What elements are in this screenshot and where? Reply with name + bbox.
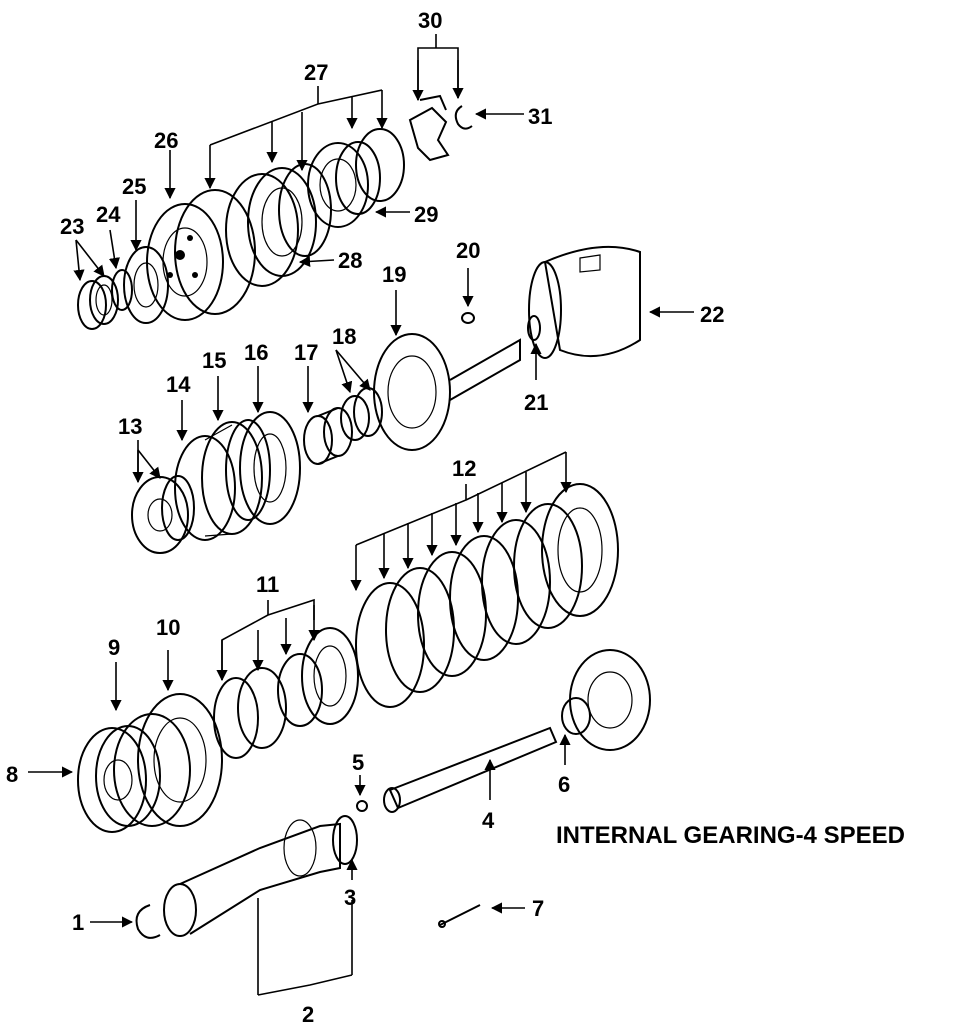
part-20-plug: [461, 312, 475, 324]
part-13-hub: [131, 475, 195, 554]
part-1-snap-ring: [135, 904, 161, 939]
part-28-ring: [278, 163, 332, 257]
part-29-snap-ring: [335, 141, 381, 215]
part-21-seal: [527, 315, 541, 341]
callout-20: 20: [456, 238, 480, 263]
part-3-bushing: [332, 815, 358, 865]
callout-29: 29: [414, 202, 438, 227]
callout-16: 16: [244, 340, 268, 365]
part-7-pin: [438, 904, 481, 928]
callout-24: 24: [96, 202, 121, 227]
callout-17: 17: [294, 340, 318, 365]
callout-1: 1: [72, 910, 84, 935]
part-4-output-shaft: [383, 726, 558, 813]
callout-5: 5: [352, 750, 364, 775]
part-25-bearing: [123, 246, 169, 324]
callout-11: 11: [256, 572, 279, 597]
part-30-fork-levers: [408, 94, 450, 162]
part-12-clutch-discs: [355, 483, 619, 708]
callout-27: 27: [304, 60, 328, 85]
callout-18: 18: [332, 324, 356, 349]
part-6-output-drum: [561, 649, 651, 751]
callout-13: 13: [118, 414, 142, 439]
part-5-ball: [356, 800, 368, 812]
callout-2: 2: [302, 1002, 314, 1027]
callout-4: 4: [482, 808, 495, 833]
leader-lines: [28, 34, 694, 996]
callout-25: 25: [122, 174, 146, 199]
part-31-clip: [454, 105, 473, 130]
part-16-gear: [239, 411, 301, 525]
callout-7: 7: [532, 896, 544, 921]
callout-12: 12: [452, 456, 476, 481]
callout-19: 19: [382, 262, 406, 287]
callout-8: 8: [6, 762, 18, 787]
part-9-gasket: [113, 713, 191, 827]
part-24-snap-ring: [111, 269, 133, 311]
callout-14: 14: [166, 372, 191, 397]
callout-28: 28: [338, 248, 362, 273]
part-26-clutch-drum: [146, 189, 256, 321]
callout-23: 23: [60, 214, 84, 239]
part-17-sleeve: [303, 407, 353, 465]
part-2-input-shaft: [163, 819, 341, 937]
callout-6: 6: [558, 772, 570, 797]
part-15-ring: [225, 419, 271, 521]
callout-3: 3: [344, 885, 356, 910]
part-19-sun-gear: [373, 333, 521, 451]
part-27-clutch-plates: [225, 128, 405, 287]
part-22-drum: [528, 245, 641, 359]
callout-22: 22: [700, 302, 724, 327]
callout-21: 21: [524, 390, 548, 415]
callout-30: 30: [418, 8, 442, 33]
callout-9: 9: [108, 635, 120, 660]
callout-10: 10: [156, 615, 180, 640]
callout-31: 31: [528, 104, 552, 129]
part-10-plate: [137, 693, 223, 827]
part-14-gear-carrier: [174, 421, 263, 541]
callout-15: 15: [202, 348, 226, 373]
callout-26: 26: [154, 128, 178, 153]
diagram-title: INTERNAL GEARING-4 SPEED: [556, 822, 905, 849]
